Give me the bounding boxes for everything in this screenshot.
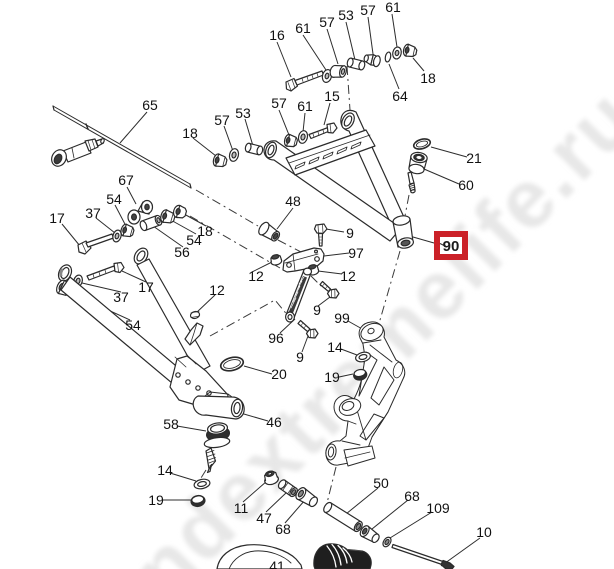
svg-text:12: 12 [248,268,264,284]
svg-text:9: 9 [346,225,354,241]
svg-text:97: 97 [348,245,364,261]
svg-text:61: 61 [297,98,313,114]
svg-text:65: 65 [142,97,158,113]
svg-text:67: 67 [118,172,134,188]
svg-text:50: 50 [373,475,389,491]
svg-text:14: 14 [327,339,343,355]
svg-text:54: 54 [125,317,141,333]
svg-text:19: 19 [148,492,164,508]
svg-text:18: 18 [420,70,436,86]
svg-text:15: 15 [324,88,340,104]
svg-text:57: 57 [319,14,335,30]
svg-text:21: 21 [466,150,482,166]
svg-text:54: 54 [106,191,122,207]
svg-text:68: 68 [404,488,420,504]
svg-text:17: 17 [49,210,65,226]
svg-text:68: 68 [275,521,291,537]
svg-text:109: 109 [426,500,450,516]
svg-text:53: 53 [235,105,251,121]
svg-text:96: 96 [268,330,284,346]
svg-text:48: 48 [285,193,301,209]
svg-text:14: 14 [157,462,173,478]
svg-text:37: 37 [113,289,129,305]
svg-text:41: 41 [269,558,285,569]
svg-text:90: 90 [443,238,460,255]
svg-text:60: 60 [458,177,474,193]
svg-text:58: 58 [163,416,179,432]
svg-text:18: 18 [182,125,198,141]
svg-text:37: 37 [85,205,101,221]
svg-text:61: 61 [385,0,401,15]
svg-text:18: 18 [197,223,213,239]
svg-text:57: 57 [271,95,287,111]
svg-text:10: 10 [476,524,492,540]
svg-text:57: 57 [360,2,376,18]
svg-text:9: 9 [313,302,321,318]
svg-text:16: 16 [269,27,285,43]
svg-text:12: 12 [209,282,225,298]
svg-text:56: 56 [174,244,190,260]
svg-text:20: 20 [271,366,287,382]
svg-text:47: 47 [256,510,272,526]
svg-text:19: 19 [324,369,340,385]
svg-text:17: 17 [138,279,154,295]
svg-text:64: 64 [392,88,408,104]
svg-text:61: 61 [295,20,311,36]
svg-text:54: 54 [186,232,202,248]
svg-text:12: 12 [340,268,356,284]
svg-text:53: 53 [338,7,354,23]
svg-text:9: 9 [296,349,304,365]
svg-text:46: 46 [266,414,282,430]
svg-text:99: 99 [334,310,350,326]
svg-text:57: 57 [214,112,230,128]
svg-text:11: 11 [234,500,249,516]
